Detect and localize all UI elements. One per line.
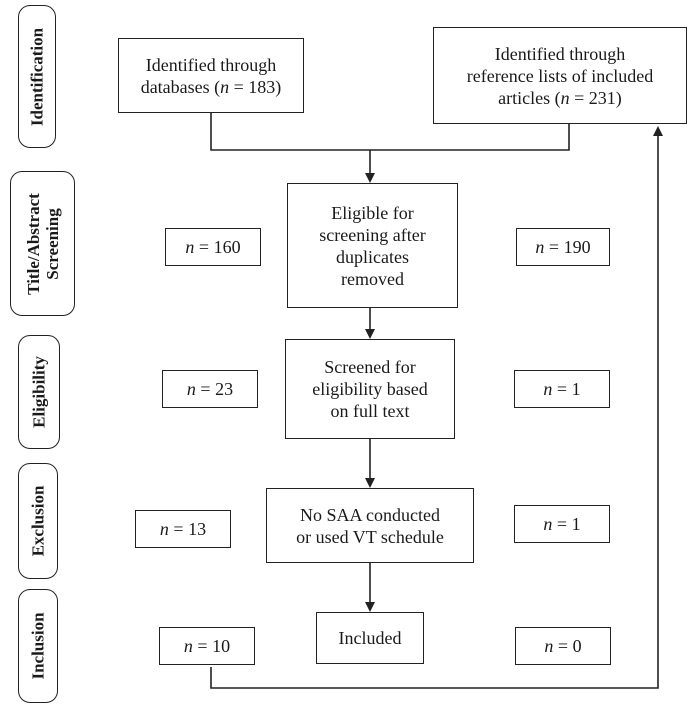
count-exclusion-right: n = 1 [514,505,610,543]
count-title-right: n = 190 [516,228,610,266]
box-no-saa: No SAA conducted or used VT schedule [266,488,474,563]
screened-line3: on full text [330,401,410,421]
screened-line1: Screened for [324,357,416,377]
screened-line2: eligibility based [312,379,428,399]
eligible-line4: removed [341,268,404,289]
box-identified-databases: Identified through databases (n = 183) [118,38,304,113]
box-included: Included [316,612,424,664]
stage-title-abstract-line1: Title/Abstract [23,192,43,295]
references-line1: Identified through [494,43,626,64]
eligible-line2: screening after [319,224,426,245]
stage-inclusion-label: Inclusion [28,612,48,680]
stage-identification-label: Identification [27,27,47,126]
connector-databases [210,113,370,151]
references-line2: reference lists of included [466,65,654,86]
box-eligible-for-screening: Eligible for screening after duplicates … [287,183,458,308]
stage-inclusion: Inclusion [18,589,58,703]
count-inclusion-right: n = 0 [515,627,611,665]
feedback-loop-arrow [210,126,663,689]
eligible-line1: Eligible for [331,202,414,223]
nosaa-line1: No SAA conducted [300,504,440,525]
stage-exclusion-label: Exclusion [28,485,48,557]
eligible-line3: duplicates [336,246,409,267]
connector-references [370,124,570,151]
stage-eligibility-label: Eligibility [29,356,49,428]
stage-title-abstract-line2: Screening [42,207,62,280]
nosaa-line2: or used VT schedule [296,526,444,547]
databases-line1: Identified through [145,54,277,75]
stage-exclusion: Exclusion [18,463,58,579]
stage-eligibility: Eligibility [18,335,60,449]
count-eligibility-right: n = 1 [514,370,610,408]
count-eligibility-left: n = 23 [162,370,258,408]
databases-line2: databases (n = 183) [140,76,282,97]
stage-title-abstract-screening: Title/Abstract Screening [10,171,75,316]
count-inclusion-left: n = 10 [159,627,255,665]
references-line3: articles (n = 231) [498,87,622,108]
box-identified-references: Identified through reference lists of in… [433,27,687,124]
box-screened-full-text: Screened for eligibility based on full t… [285,339,455,439]
stage-title-abstract-label: Title/Abstract Screening [24,193,62,295]
count-exclusion-left: n = 13 [135,510,231,548]
included-label: Included [338,628,402,648]
stage-identification: Identification [18,5,56,148]
count-title-left: n = 160 [165,228,261,266]
